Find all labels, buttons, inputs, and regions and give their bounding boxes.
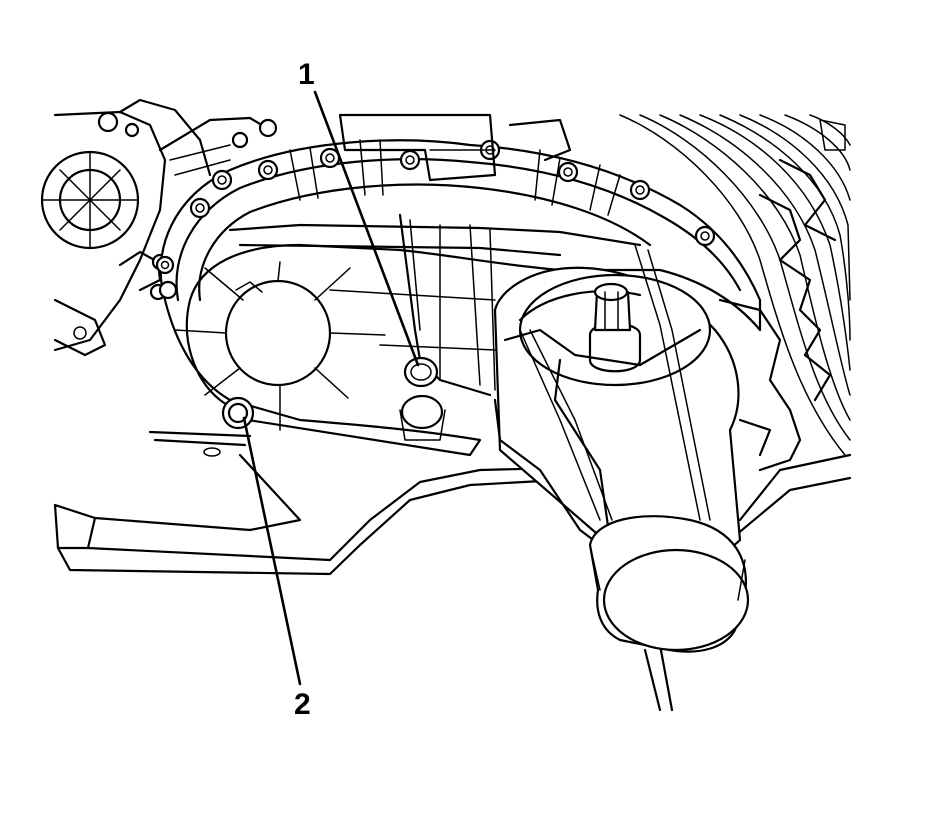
rear-output-housing: [493, 244, 750, 653]
leader-line-2: [242, 416, 302, 686]
callout-label-2: 2: [294, 688, 311, 721]
flange-bolts: [155, 139, 716, 300]
fastener-2: [221, 396, 255, 430]
leader-line-1: [313, 90, 420, 367]
frame-crossmember: [53, 430, 852, 712]
callout-label-1: 1: [298, 58, 315, 91]
fastener-1: [403, 356, 439, 388]
exhaust-heat-shield: [619, 114, 851, 472]
transfer-case-housing: [155, 113, 762, 457]
leader-lines: [242, 90, 420, 686]
